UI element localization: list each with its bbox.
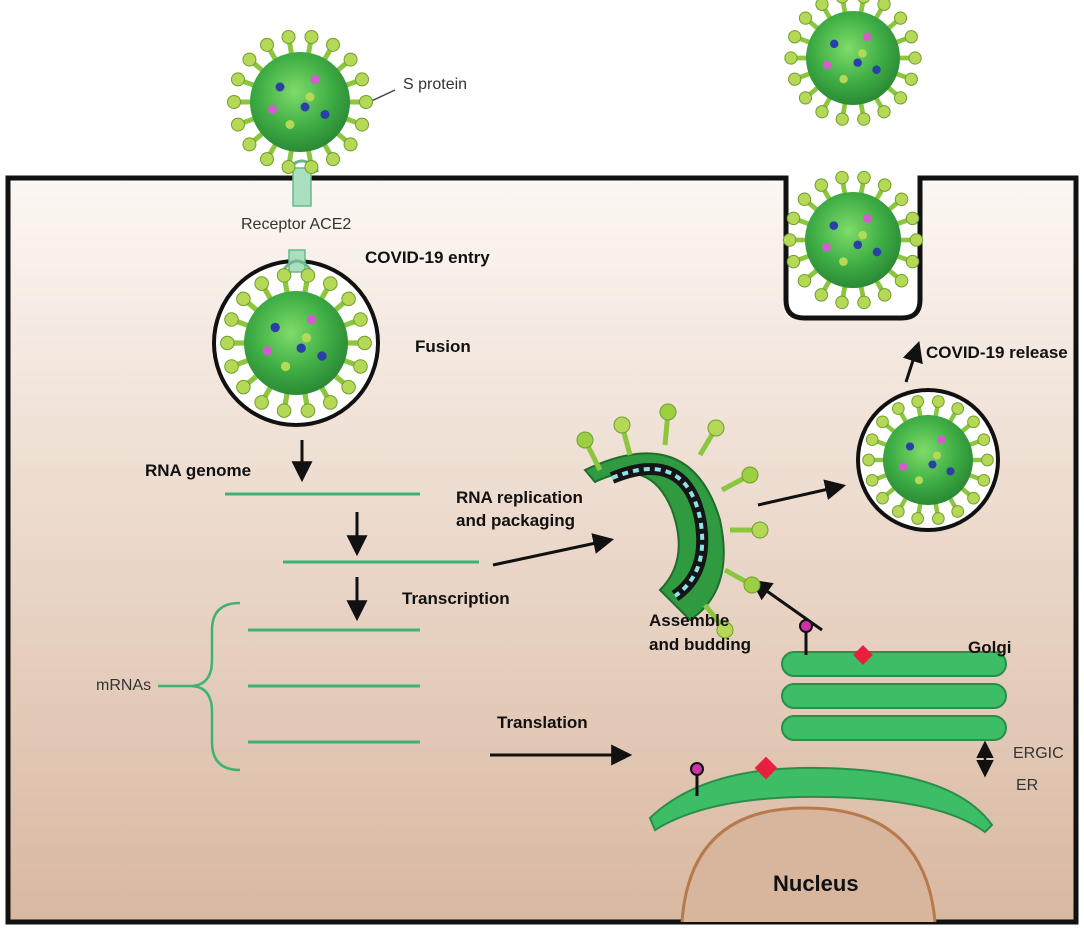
er-label: ER	[1016, 777, 1039, 794]
virus-in-fusion-vesicle	[220, 268, 372, 418]
replication-label-line2: and packaging	[456, 511, 576, 530]
cell-membrane	[5, 175, 1079, 925]
virus-in-release-vesicle	[862, 395, 994, 525]
fusion-label: Fusion	[415, 337, 471, 356]
bud-spike-head	[741, 466, 759, 484]
bud-spike-head	[707, 419, 725, 437]
translation-label: Translation	[497, 713, 588, 732]
receptor-label: Receptor ACE2	[241, 216, 352, 233]
virus-entering	[227, 30, 373, 174]
bud-spike-head	[716, 621, 734, 639]
release-label: COVID-19 release	[926, 343, 1068, 362]
bud-spike-head	[743, 576, 761, 594]
nucleus-envelope	[680, 806, 937, 923]
golgi-label: Golgi	[968, 638, 1012, 657]
er-markers	[690, 756, 778, 796]
assemble-label-line1: Assemble	[649, 611, 730, 630]
golgi-markers	[799, 619, 873, 665]
arrow-replication	[492, 533, 615, 567]
nucleus-label: Nucleus	[773, 871, 859, 896]
ergic-label: ERGIC	[1013, 745, 1064, 762]
rna-genome-label: RNA genome	[145, 461, 252, 480]
virus-released-top	[784, 0, 922, 126]
mrnas-label: mRNAs	[96, 677, 152, 694]
bud-spike-head	[659, 403, 677, 421]
assemble-label-line2: and budding	[649, 635, 751, 654]
golgi-stack	[781, 651, 1007, 741]
replication-label-line1: RNA replication	[456, 488, 583, 507]
s-protein-label: S protein	[403, 76, 468, 93]
arrow-budding-to-vesicle	[757, 479, 847, 507]
entry-label: COVID-19 entry	[365, 248, 490, 267]
endoplasmic-reticulum	[648, 766, 994, 834]
virus-in-bud	[782, 170, 924, 310]
transcription-label: Transcription	[402, 589, 510, 608]
bud-spike-head	[576, 431, 594, 449]
bud-spike-head	[613, 416, 631, 434]
arrow-release	[902, 341, 923, 383]
budding-virion	[576, 403, 769, 639]
bud-spike-head	[751, 521, 769, 539]
